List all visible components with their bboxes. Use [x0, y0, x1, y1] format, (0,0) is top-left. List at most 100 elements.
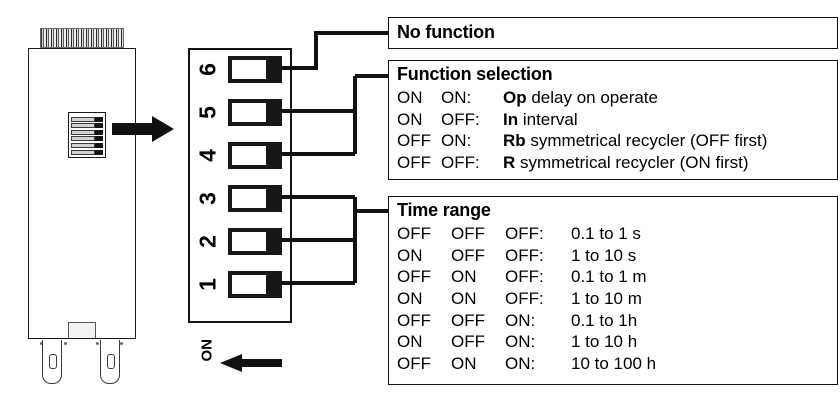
dip-switch-6-knob[interactable]: [231, 59, 267, 80]
fn-row3-s2: OFF:: [441, 152, 480, 172]
tr-row1-s2: OFF: [451, 245, 485, 265]
tr-row0-s2: OFF: [451, 224, 485, 244]
dip-switch-enlarged: 6 5 4 3 2 1 ON: [188, 48, 292, 372]
table-row: ON ON OFF: 1 to 10 m: [397, 288, 656, 310]
fn-row2-text: symmetrical recycler (OFF first): [525, 131, 768, 151]
time-range-table: OFF OFF OFF: 0.1 to 1 s ON OFF OFF: 1 to…: [397, 223, 656, 374]
fn-row2-value: Rb symmetrical recycler (OFF first): [503, 130, 767, 152]
fn-row3-value: R symmetrical recycler (ON first): [503, 152, 767, 174]
tr-row1-value: 1 to 10 s: [571, 245, 637, 265]
dip-switch-number-4: 4: [194, 149, 221, 162]
tr-row3-value: 1 to 10 m: [571, 288, 642, 308]
tr-row2-value: 0.1 to 1 m: [571, 267, 647, 287]
dip-switch-number-3: 3: [194, 192, 221, 205]
table-row: OFF ON: Rb symmetrical recycler (OFF fir…: [397, 130, 767, 152]
table-row: OFF OFF ON: 0.1 to 1h: [397, 310, 656, 332]
tr-row0-s1: OFF: [397, 224, 431, 244]
mini-dip-row: [71, 129, 103, 135]
mini-dip-row: [71, 136, 103, 142]
fn-row0-code: Op: [503, 88, 527, 108]
mini-dip-row: [71, 142, 103, 148]
mini-dip-body: [95, 116, 103, 122]
callout-no-function: No function: [388, 17, 838, 49]
dip-switch-4[interactable]: [228, 142, 282, 169]
mini-dip-row: [71, 123, 103, 129]
tr-row6-s2: ON: [451, 353, 477, 373]
tr-row6-s1: OFF: [397, 353, 431, 373]
mini-dip-slider: [71, 142, 95, 148]
tr-row3-s1: ON: [397, 288, 423, 308]
no-function-title: No function: [397, 22, 495, 43]
mini-dip-slider: [71, 123, 95, 129]
function-selection-table: ON ON: Op delay on operate ON OFF: In in…: [397, 87, 767, 173]
tr-row5-s3: ON:: [505, 332, 536, 352]
tr-row6-s3: ON:: [505, 353, 536, 373]
tr-row3-s3: OFF:: [505, 288, 544, 308]
fn-row1-s1: ON: [397, 109, 423, 129]
table-row: ON OFF ON: 1 to 10 h: [397, 331, 656, 353]
tr-row4-s2: OFF: [451, 310, 485, 330]
dip-switch-3-knob[interactable]: [231, 188, 267, 209]
dip-switch-2[interactable]: [228, 228, 282, 255]
table-row: OFF ON OFF: 0.1 to 1 m: [397, 266, 656, 288]
fn-row2-s2: ON:: [441, 131, 472, 151]
module-ribbed-cap: [40, 28, 124, 48]
tr-row2-s1: OFF: [397, 267, 431, 287]
dip-switch-3[interactable]: [228, 185, 282, 212]
table-row: ON OFF OFF: 1 to 10 s: [397, 245, 656, 267]
table-row: OFF OFF OFF: 0.1 to 1 s: [397, 223, 656, 245]
mini-dip-body: [95, 136, 103, 142]
tr-row1-s3: OFF:: [505, 245, 544, 265]
dip-switch-number-6: 6: [194, 63, 221, 76]
fn-row0-s2: ON:: [441, 88, 472, 108]
tr-row4-s1: OFF: [397, 310, 431, 330]
time-range-title: Time range: [397, 200, 491, 220]
fn-row0-s1: ON: [397, 88, 423, 108]
fn-row3-s1: OFF: [397, 152, 431, 172]
fn-row3-text: symmetrical recycler (ON first): [515, 152, 749, 172]
fn-row0-value: Op delay on operate: [503, 87, 767, 109]
dip-switch-2-knob[interactable]: [231, 231, 267, 252]
mini-dip-body: [95, 123, 103, 129]
module-foot-bar: [28, 338, 136, 342]
module-pin-tick: [40, 342, 43, 345]
module-pin-tick: [64, 342, 67, 345]
dip-switch-number-5: 5: [194, 106, 221, 119]
tr-row1-s1: ON: [397, 245, 423, 265]
tr-row4-value: 0.1 to 1h: [571, 310, 638, 330]
table-row: ON ON: Op delay on operate: [397, 87, 767, 109]
tr-row4-s3: ON:: [505, 310, 536, 330]
dip-switch-1-knob[interactable]: [231, 274, 267, 295]
dip-switch-6[interactable]: [228, 56, 282, 83]
mini-dip-slider: [71, 129, 95, 135]
fn-row2-s1: OFF: [397, 131, 431, 151]
module-dip-switch-detail: [68, 112, 106, 158]
mini-dip-slider: [71, 136, 95, 142]
dip-on-label: ON: [198, 339, 216, 362]
dip-switch-4-knob[interactable]: [231, 145, 267, 166]
tr-row2-s3: OFF:: [505, 267, 544, 287]
mini-dip-slider: [71, 116, 95, 122]
on-direction-arrow-icon: [220, 354, 282, 372]
fn-row3-code: R: [503, 152, 516, 172]
mini-dip-body: [95, 142, 103, 148]
fn-row1-text: interval: [518, 109, 578, 129]
fn-row0-text: delay on operate: [526, 88, 658, 108]
tr-row3-s2: ON: [451, 288, 477, 308]
function-selection-title: Function selection: [397, 64, 553, 84]
dip-switch-1[interactable]: [228, 271, 282, 298]
fn-row1-value: In interval: [503, 109, 767, 131]
table-row: ON OFF: In interval: [397, 109, 767, 131]
module-bottom-notch: [68, 322, 96, 338]
mini-dip-body: [95, 129, 103, 135]
mini-dip-body: [95, 149, 103, 155]
module-pin-tick: [96, 342, 99, 345]
timer-relay-module: [20, 28, 140, 388]
tr-row6-value: 10 to 100 h: [571, 353, 657, 373]
fn-row1-s2: OFF:: [441, 109, 480, 129]
tr-row2-s2: ON: [451, 267, 477, 287]
dip-switch-5[interactable]: [228, 99, 282, 126]
dip-switch-5-knob[interactable]: [231, 102, 267, 123]
dip-switch-number-1: 1: [194, 278, 221, 291]
